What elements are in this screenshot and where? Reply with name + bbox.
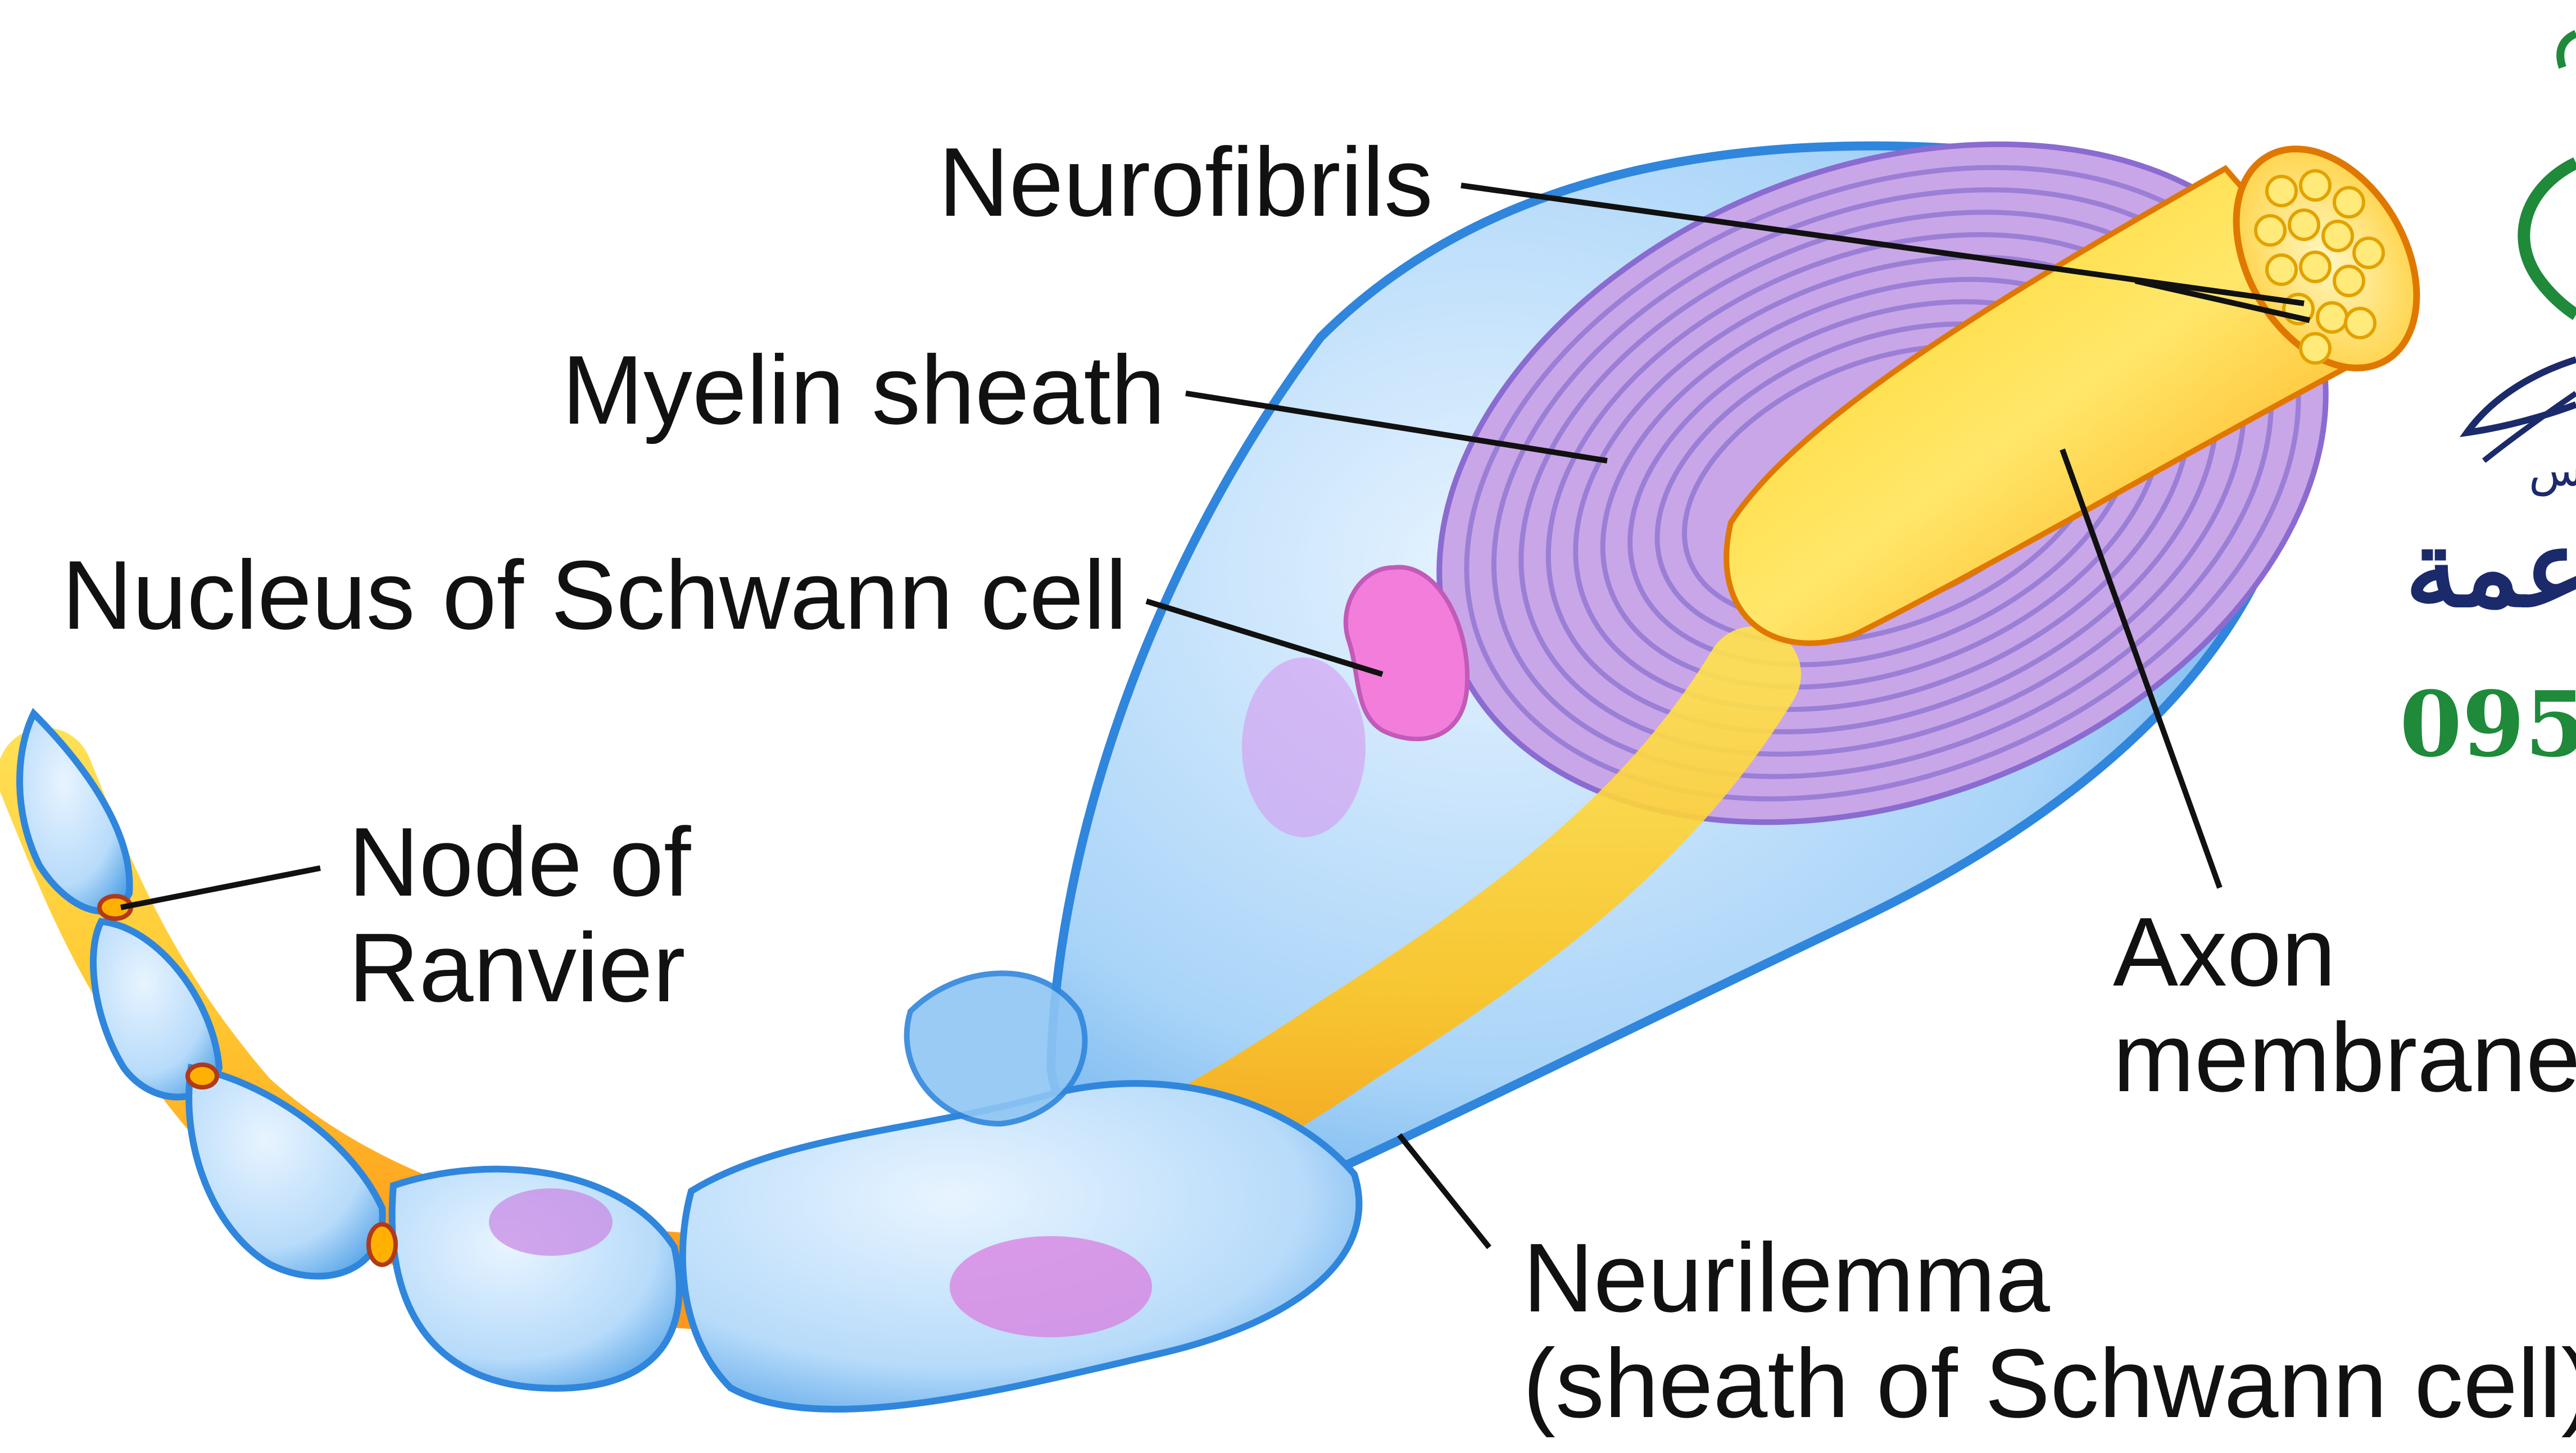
watermark-digits: 095 [2400, 671, 2576, 777]
leader-neurilemma [1399, 1135, 1489, 1247]
watermark-arabic-text: عمة [2405, 506, 2576, 631]
label-node-line1: Node of [348, 809, 691, 915]
watermark-small-arabic: س [2529, 444, 2576, 496]
label-neurofibrils: Neurofibrils [938, 129, 1433, 235]
label-axon-line2: membrane [2113, 1005, 2576, 1110]
label-axon-membrane: Axon membrane [2113, 899, 2576, 1110]
label-neurilemma-line1: Neurilemma [1523, 1225, 2576, 1331]
label-axon-line1: Axon [2113, 899, 2576, 1005]
label-neurilemma-line2: (sheath of Schwann cell) [1523, 1331, 2576, 1436]
logo-emblem [2467, 34, 2576, 461]
label-myelin-sheath: Myelin sheath [562, 337, 1165, 443]
label-node-of-ranvier: Node of Ranvier [348, 809, 691, 1020]
label-neurilemma: Neurilemma (sheath of Schwann cell) [1523, 1225, 2576, 1436]
leader-node [121, 868, 320, 907]
label-nucleus-of-schwann-cell: Nucleus of Schwann cell [62, 542, 1127, 648]
label-node-line2: Ranvier [348, 915, 691, 1020]
